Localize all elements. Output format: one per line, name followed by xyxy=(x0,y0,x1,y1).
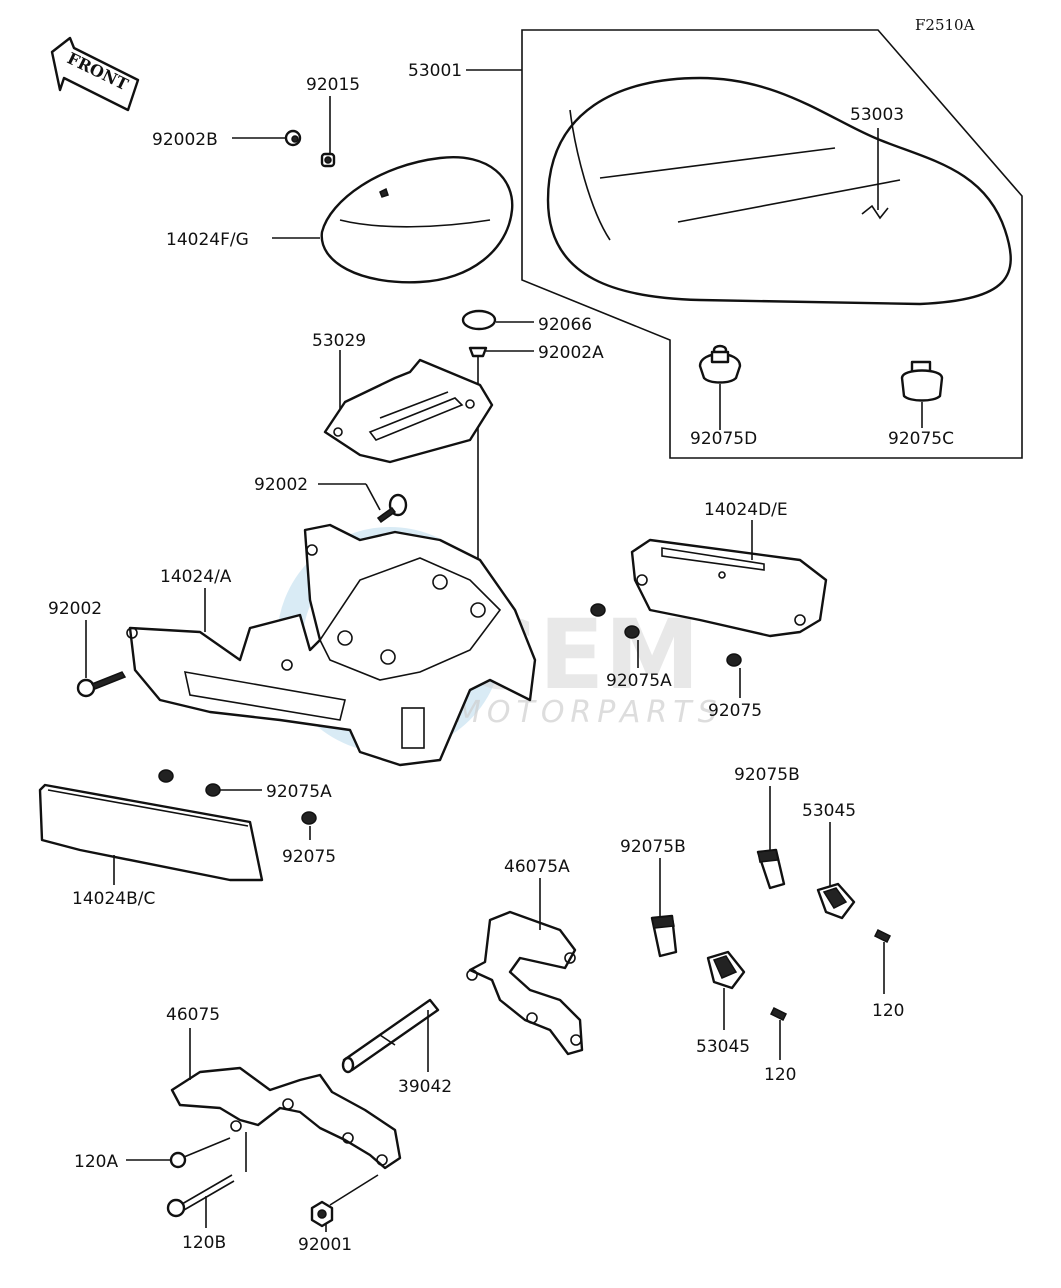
callout-labels: 53001 53003 92015 92002B 14024F/G 92066 … xyxy=(48,61,954,1255)
grommet-92075-right xyxy=(726,653,742,667)
bracket-46075A xyxy=(466,910,584,1056)
latch-53045-top xyxy=(816,882,892,944)
front-arrow-icon: FRONT xyxy=(50,36,140,112)
bolt-120B xyxy=(166,1132,247,1218)
bolt-120A xyxy=(169,1137,231,1169)
fastener-92015 xyxy=(320,152,336,168)
label-14024FG: 14024F/G xyxy=(166,230,249,250)
side-cover-14024DE xyxy=(630,538,828,638)
label-53045-bottom: 53045 xyxy=(696,1037,750,1057)
label-92002B: 92002B xyxy=(152,130,218,150)
label-46075A: 46075A xyxy=(504,857,570,877)
watermark-sub: MOTORPARTS xyxy=(455,695,723,730)
rod-39042 xyxy=(341,998,440,1074)
label-92066: 92066 xyxy=(538,315,592,335)
seat-group-outline xyxy=(521,29,1023,459)
label-120A: 120A xyxy=(74,1152,118,1172)
cap-92066 xyxy=(461,309,497,331)
bracket-plate-53029 xyxy=(323,358,494,464)
label-92075-right: 92075 xyxy=(708,701,762,721)
label-92015: 92015 xyxy=(306,75,360,95)
grommet-92075A-right xyxy=(590,603,640,639)
label-39042: 39042 xyxy=(398,1077,452,1097)
label-120B: 120B xyxy=(182,1233,226,1253)
label-92075A-left: 92075A xyxy=(266,782,332,802)
figure-code: F2510A xyxy=(915,16,975,34)
tail-cowl-14024A xyxy=(126,523,537,767)
label-92002A: 92002A xyxy=(538,343,604,363)
bracket-46075 xyxy=(170,1066,402,1170)
label-92001: 92001 xyxy=(298,1235,352,1255)
bolt-92002-top xyxy=(376,493,408,524)
label-46075: 46075 xyxy=(166,1005,220,1025)
label-14024BC: 14024B/C xyxy=(72,889,155,909)
bolt-92002-left xyxy=(76,671,127,698)
label-14024A: 14024/A xyxy=(160,567,232,587)
label-92002-left: 92002 xyxy=(48,599,102,619)
latch-53045-bottom xyxy=(706,950,788,1022)
label-92075-left: 92075 xyxy=(282,847,336,867)
label-53001: 53001 xyxy=(408,61,462,81)
label-120-mid: 120 xyxy=(764,1065,796,1085)
pad-fastener-icon xyxy=(379,187,389,198)
label-53045-top: 53045 xyxy=(802,801,856,821)
label-92002-top: 92002 xyxy=(254,475,308,495)
label-53029: 53029 xyxy=(312,331,366,351)
nut-92001 xyxy=(310,1174,379,1228)
label-92075C: 92075C xyxy=(888,429,954,449)
rubber-92075B-mid xyxy=(650,914,678,958)
label-92075D: 92075D xyxy=(690,429,757,449)
rubber-92075B-top xyxy=(756,848,786,890)
side-cover-14024BC xyxy=(38,783,264,882)
leader-lines xyxy=(85,69,923,1232)
label-92075A-right: 92075A xyxy=(606,671,672,691)
main-seat xyxy=(546,76,1012,306)
label-92075B-mid: 92075B xyxy=(620,837,686,857)
cushion-92075C xyxy=(900,360,944,402)
seat-hook-icon xyxy=(861,204,889,220)
fastener-92002B xyxy=(284,129,302,147)
label-14024DE: 14024D/E xyxy=(704,500,788,520)
label-120-right: 120 xyxy=(872,1001,904,1021)
cushion-92075D xyxy=(698,344,742,384)
label-92075B-top: 92075B xyxy=(734,765,800,785)
rear-seat-pad xyxy=(320,155,514,284)
label-53003: 53003 xyxy=(850,105,904,125)
